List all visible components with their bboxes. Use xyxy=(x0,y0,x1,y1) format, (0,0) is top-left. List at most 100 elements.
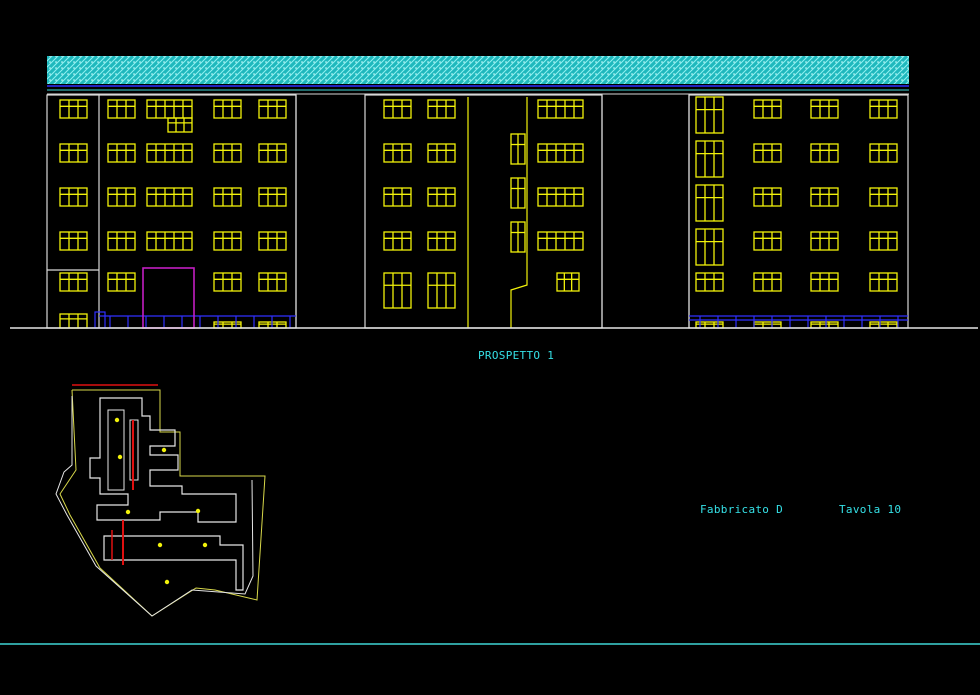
plan-marker-5 xyxy=(125,509,131,515)
window-c-ground-2-frame xyxy=(810,321,839,329)
window-a-3-4-frame xyxy=(258,231,287,251)
building-label: Fabbricato D xyxy=(700,503,784,516)
window-c-3-1-frame xyxy=(810,231,839,251)
window-a-3-0-frame xyxy=(59,231,88,251)
window-c-0-0-frame xyxy=(753,99,782,119)
window-a-2-0-frame xyxy=(59,187,88,207)
window-a-3-0 xyxy=(59,231,88,251)
window-c-tall-3 xyxy=(695,228,724,266)
window-c-ground-1-frame xyxy=(753,321,782,329)
window-a-1-3-frame xyxy=(213,143,242,163)
window-c-1-0 xyxy=(753,143,782,163)
window-b-0-0 xyxy=(383,99,412,119)
window-a-3-2 xyxy=(146,231,193,251)
building-block-1 xyxy=(46,94,297,329)
window-a-1-1 xyxy=(107,143,136,163)
window-b-3-1-frame xyxy=(427,231,456,251)
window-a-0-2 xyxy=(146,99,193,119)
window-b-2-0-frame xyxy=(383,187,412,207)
stair-window-0 xyxy=(510,133,526,165)
window-c-2-1-frame xyxy=(810,187,839,207)
stair-window-1 xyxy=(510,177,526,209)
window-c-tall-2-frame xyxy=(695,184,724,222)
plan-markers xyxy=(114,417,208,585)
window-a-4-0 xyxy=(59,272,88,292)
plan-marker-7 xyxy=(114,417,120,423)
window-c-0-0 xyxy=(753,99,782,119)
plan-marker-6 xyxy=(164,579,170,585)
window-c-4-2 xyxy=(869,272,898,292)
window-c-3-1 xyxy=(810,231,839,251)
window-a-2-3 xyxy=(213,187,242,207)
site-boundary-yellow xyxy=(59,389,266,617)
plan-marker-3 xyxy=(157,542,163,548)
roof-band xyxy=(47,56,909,84)
building-block-3 xyxy=(688,94,909,329)
window-b-3-0-frame xyxy=(383,231,412,251)
window-c-3-2 xyxy=(869,231,898,251)
window-b-small-frame xyxy=(556,272,580,292)
window-a-3-1-frame xyxy=(107,231,136,251)
entrance-door xyxy=(142,267,195,329)
window-a-2-1 xyxy=(107,187,136,207)
window-c-2-2 xyxy=(869,187,898,207)
window-a-1-2-frame xyxy=(146,143,193,163)
window-c-ground-2 xyxy=(810,321,839,329)
window-b-2-1 xyxy=(427,187,456,207)
site-plan xyxy=(55,384,266,617)
window-a-1-2 xyxy=(146,143,193,163)
window-b-1-2-frame xyxy=(537,143,584,163)
small-door-left xyxy=(94,311,106,329)
window-c-1-1 xyxy=(810,143,839,163)
window-c-0-1-frame xyxy=(810,99,839,119)
window-a-1-1-frame xyxy=(107,143,136,163)
window-b-0-1 xyxy=(427,99,456,119)
window-a-2-4-frame xyxy=(258,187,287,207)
window-b-small xyxy=(556,272,580,292)
window-a-3-3-frame xyxy=(213,231,242,251)
window-a-4-0-frame xyxy=(59,272,88,292)
stair-outline-2 xyxy=(510,97,528,328)
window-a-4-3-frame xyxy=(213,272,242,292)
window-b-1-0-frame xyxy=(383,143,412,163)
window-b-0-2-frame xyxy=(537,99,584,119)
elevation-title: PROSPETTO 1 xyxy=(478,349,555,362)
window-a-2-3-frame xyxy=(213,187,242,207)
window-a-4-3 xyxy=(213,272,242,292)
window-c-ground-3-frame xyxy=(869,321,898,329)
window-c-tall-0 xyxy=(695,96,724,134)
window-a-4-4 xyxy=(258,272,287,292)
window-b-tall-2 xyxy=(427,272,456,309)
window-b-tall-2-frame xyxy=(427,272,456,309)
window-a-0-1 xyxy=(107,99,136,119)
window-c-3-0 xyxy=(753,231,782,251)
window-b-0-2 xyxy=(537,99,584,119)
window-c-4-0-frame xyxy=(753,272,782,292)
window-a-0-0-frame xyxy=(59,99,88,119)
window-c-0-2-frame xyxy=(869,99,898,119)
window-a-4-1 xyxy=(107,272,136,292)
window-a-extra-frame xyxy=(167,117,193,133)
plan-marker-1 xyxy=(161,447,167,453)
window-b-1-2 xyxy=(537,143,584,163)
window-a-2-2-frame xyxy=(146,187,193,207)
window-c-0-2 xyxy=(869,99,898,119)
window-c-1-0-frame xyxy=(753,143,782,163)
window-a-0-3-frame xyxy=(213,99,242,119)
sheet-number-label: Tavola 10 xyxy=(839,503,902,516)
window-c-4-1 xyxy=(810,272,839,292)
plan-marker-4 xyxy=(202,542,208,548)
plan-marker-0 xyxy=(117,454,123,460)
window-c-2-0-frame xyxy=(753,187,782,207)
window-b-2-0 xyxy=(383,187,412,207)
window-b-3-2 xyxy=(537,231,584,251)
window-b-3-1 xyxy=(427,231,456,251)
window-a-extra xyxy=(167,117,193,133)
window-b-1-0 xyxy=(383,143,412,163)
window-c-2-1 xyxy=(810,187,839,207)
window-b-3-2-frame xyxy=(537,231,584,251)
plan-marker-2 xyxy=(195,508,201,514)
window-a-1-3 xyxy=(213,143,242,163)
window-a-1-0-frame xyxy=(59,143,88,163)
